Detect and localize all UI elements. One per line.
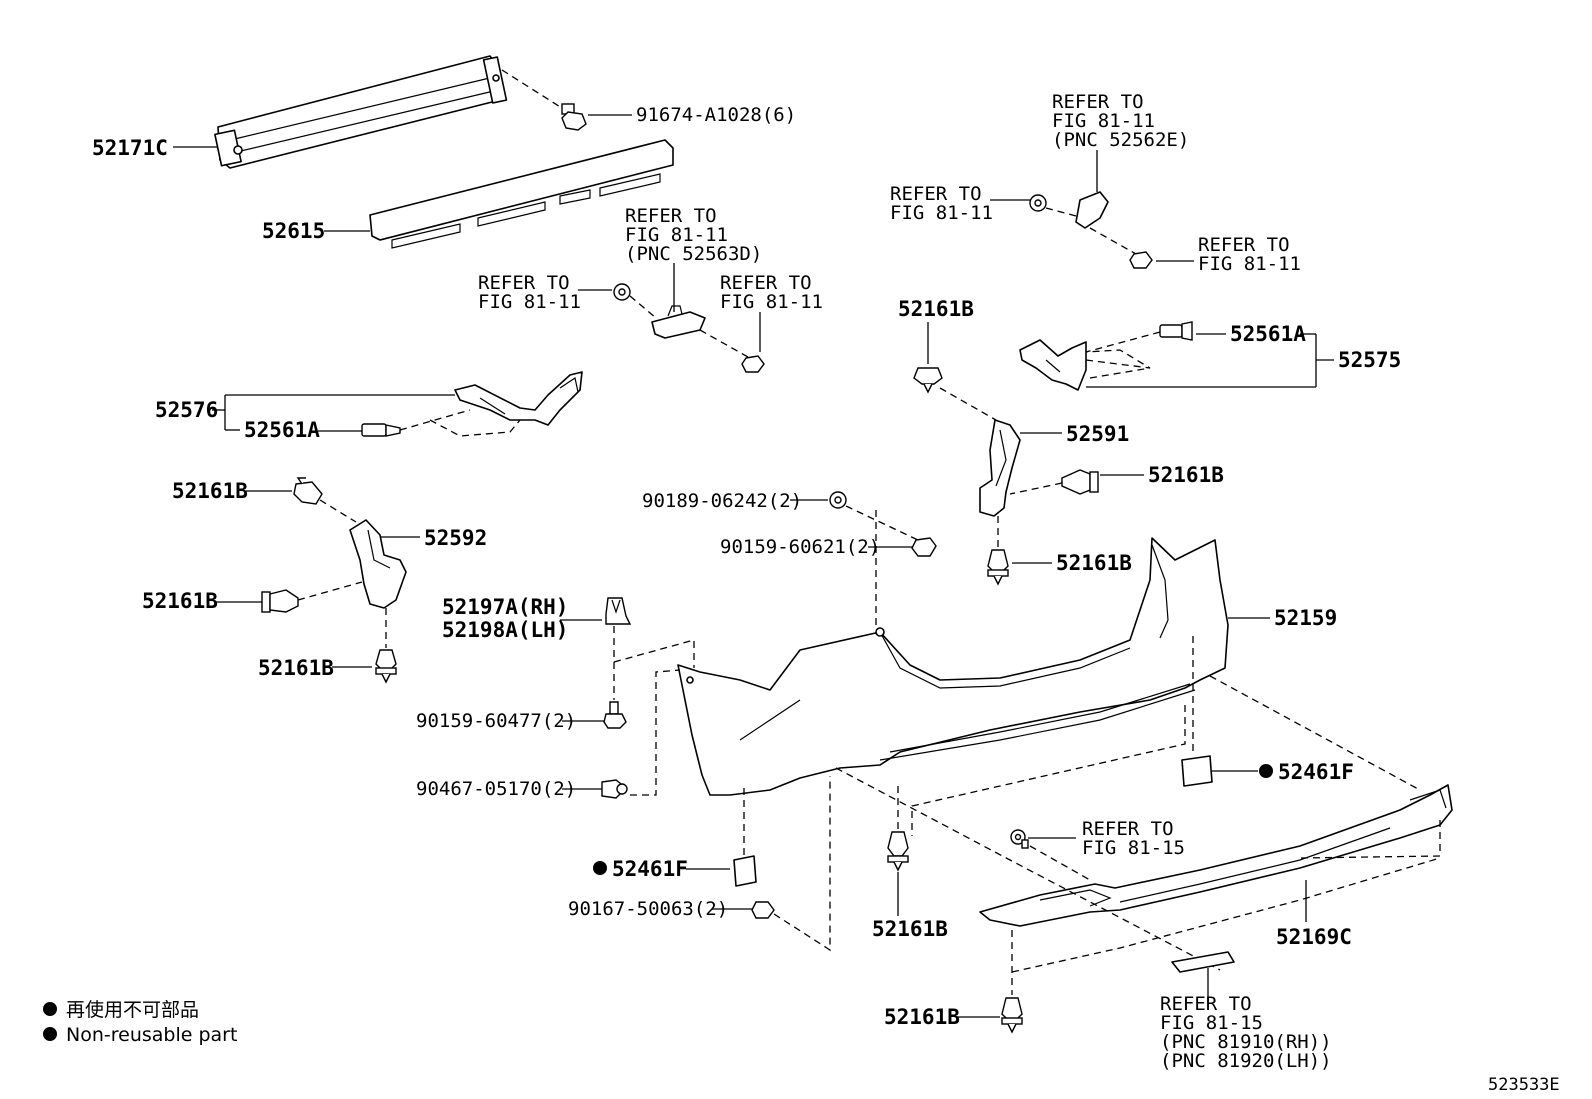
retainer-52561a-right[interactable]: [1159, 321, 1193, 341]
label-refer-top-center-3: (PNC 52563D): [625, 243, 762, 265]
label-52169c: 52169C: [1276, 925, 1352, 949]
legend-dot-jp: [43, 1002, 57, 1016]
clip-52161b-left-mid[interactable]: [261, 589, 299, 613]
bracket-assy-left[interactable]: [454, 371, 583, 426]
label-52576: 52576: [155, 398, 218, 422]
lower-cover[interactable]: [979, 784, 1453, 927]
legend-jp: 再使用不可部品: [66, 999, 199, 1021]
nut-lower[interactable]: [1010, 829, 1029, 849]
label-52575: 52575: [1338, 348, 1401, 372]
screw-90167[interactable]: [751, 901, 775, 919]
energy-absorber[interactable]: [369, 139, 674, 249]
nut-90189[interactable]: [829, 491, 847, 509]
label-refer-reflector-4: (PNC 81920(LH)): [1160, 1050, 1332, 1072]
clip-52161b-left-bot[interactable]: [375, 649, 397, 684]
label-52161b-center-low: 52161B: [872, 917, 948, 941]
clip-90467[interactable]: [601, 779, 628, 799]
label-refer-lower-1: REFER TO: [1082, 818, 1174, 840]
label-90467-05170: 90467-05170(2): [416, 778, 576, 800]
clip-52161b-left-top[interactable]: [293, 477, 323, 505]
plug-52461f-right[interactable]: [1181, 755, 1213, 787]
label-52615: 52615: [262, 219, 325, 243]
label-52591: 52591: [1066, 422, 1129, 446]
label-52161b-top: 52161B: [898, 297, 974, 321]
legend-en: Non-reusable part: [66, 1024, 237, 1046]
plug-52461f-left[interactable]: [733, 855, 757, 887]
label-refer-right-bolt-2: FIG 81-11: [1198, 253, 1301, 275]
flange-bolt-91674[interactable]: [561, 103, 587, 131]
label-52461f-right: 52461F: [1278, 760, 1354, 784]
bracket-assy-right[interactable]: [1019, 339, 1087, 391]
label-refer-right-bolt-1: REFER TO: [1198, 234, 1290, 256]
label-refer-reflector-2: FIG 81-15: [1160, 1012, 1263, 1034]
side-bracket-right[interactable]: [1075, 191, 1109, 229]
retainer-52197a[interactable]: [605, 597, 632, 625]
legend-dot-en: [43, 1027, 57, 1041]
label-refer-center-bolt-1: REFER TO: [720, 272, 812, 294]
label-52161b-left-bot: 52161B: [258, 656, 334, 680]
label-52161b-right-mid: 52161B: [1148, 463, 1224, 487]
label-52198a-lh: 52198A(LH): [442, 618, 568, 642]
bumper-cover[interactable]: [677, 537, 1229, 796]
nut-top-right[interactable]: [1029, 194, 1047, 212]
label-90167-50063: 90167-50063(2): [568, 898, 728, 920]
spacer-52591[interactable]: [979, 419, 1021, 517]
label-refer-left-nut-2: FIG 81-11: [478, 291, 581, 313]
clip-52161b-right-mid[interactable]: [1061, 469, 1099, 495]
label-refer-top-right-1: REFER TO: [1052, 91, 1144, 113]
label-52171c: 52171C: [92, 136, 168, 160]
spacer-52592[interactable]: [349, 519, 407, 609]
label-52197a-rh: 52197A(RH): [442, 595, 568, 619]
label-refer-top-center-1: REFER TO: [625, 205, 717, 227]
label-90159-60477: 90159-60477(2): [416, 710, 576, 732]
label-52561a-right: 52561A: [1230, 322, 1306, 346]
bumper-reinforcement[interactable]: [214, 55, 508, 169]
label-90159-60621: 90159-60621(2): [720, 536, 880, 558]
figure-code: 523533E: [1488, 1075, 1560, 1095]
label-90189-06242: 90189-06242(2): [642, 490, 802, 512]
label-refer-right-nut-1: REFER TO: [890, 183, 982, 205]
label-52592: 52592: [424, 526, 487, 550]
clip-52161b-bottom[interactable]: [1001, 997, 1023, 1034]
label-refer-top-right-3: (PNC 52562E): [1052, 129, 1189, 151]
label-refer-right-nut-2: FIG 81-11: [890, 202, 993, 224]
label-52161b-bottom: 52161B: [884, 1005, 960, 1029]
label-52561a-left: 52561A: [244, 418, 320, 442]
label-refer-reflector-3: (PNC 81910(RH)): [1160, 1031, 1332, 1053]
label-refer-reflector-1: REFER TO: [1160, 993, 1252, 1015]
label-refer-center-bolt-2: FIG 81-11: [720, 291, 823, 313]
screw-90159-60477[interactable]: [603, 701, 627, 729]
label-refer-left-nut-1: REFER TO: [478, 272, 570, 294]
label-refer-top-right-2: FIG 81-11: [1052, 110, 1155, 132]
side-bracket-center[interactable]: [651, 305, 706, 339]
label-52461f-left: 52461F: [612, 857, 688, 881]
label-52161b-left-top: 52161B: [172, 479, 248, 503]
bolt-right-center[interactable]: [741, 355, 765, 373]
reflector[interactable]: [1171, 951, 1235, 973]
label-52161b-right-low: 52161B: [1056, 551, 1132, 575]
clip-52161b-center-low[interactable]: [887, 831, 909, 872]
nut-left-center[interactable]: [613, 283, 631, 301]
label-refer-top-center-2: FIG 81-11: [625, 224, 728, 246]
clip-52161b-top[interactable]: [913, 367, 943, 394]
label-52161b-left-mid: 52161B: [142, 589, 218, 613]
label-52159: 52159: [1274, 606, 1337, 630]
retainer-52561a-left[interactable]: [361, 423, 401, 437]
bolt-top-right[interactable]: [1129, 251, 1153, 269]
label-refer-lower-2: FIG 81-15: [1082, 837, 1185, 859]
label-91674-a1028: 91674-A1028(6): [636, 104, 796, 126]
screw-90159-60621[interactable]: [911, 537, 937, 557]
clip-52161b-right-low[interactable]: [987, 549, 1009, 586]
